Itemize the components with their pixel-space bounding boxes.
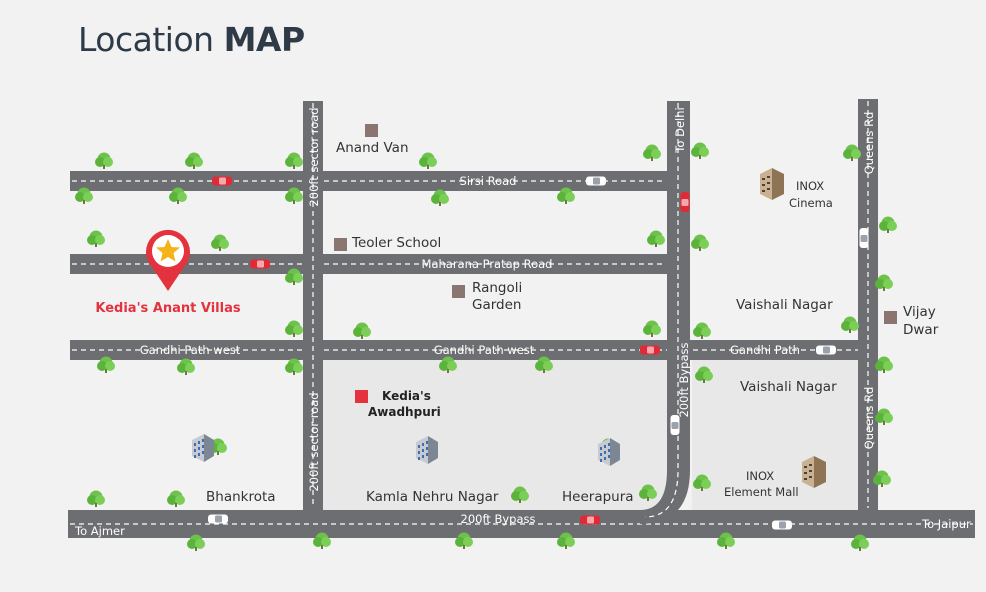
square-marker-icon[interactable] [334,238,347,251]
car-icon [680,192,690,212]
label-gandhi-path: Gandhi Path [730,343,800,357]
tree-icon [285,152,303,169]
car-icon [640,345,660,355]
tree-icon [177,358,195,375]
place-vaishali-nagar-1: Vaishali Nagar [736,297,833,313]
label-to-jaipur: To Jaipur [921,517,971,531]
car-icon [212,176,232,186]
page-title: Location MAP [78,20,305,59]
car-icon [670,415,680,435]
place-inox: INOX [796,179,824,193]
tree-icon [285,358,303,375]
label-to-delhi: To Delhi [673,107,687,153]
place-anand-van: Anand Van [336,140,409,156]
car-icon [859,228,869,248]
square-marker-icon[interactable] [365,124,378,137]
road-queens[interactable] [858,99,878,510]
car-icon [586,176,606,186]
place-kamla-nehru-nagar: Kamla Nehru Nagar [366,489,499,505]
label-to-ajmer: To Ajmer [74,524,125,538]
tree-icon [87,490,105,507]
label-sector-road-bottom: 200ft sector road [307,392,321,491]
tree-icon [167,490,185,507]
place-element-mall: Element Mall [724,485,799,499]
place-teoler-school: Teoler School [351,235,441,251]
place-bhankrota: Bhankrota [206,489,276,505]
building-icon [760,168,784,200]
car-icon [208,514,228,524]
place-kedias: Kedia's [382,389,431,403]
tree-icon [211,234,229,251]
tree-icon [353,322,371,339]
building-icon [192,434,214,462]
tree-icon [419,152,437,169]
label-queens-rd-top: Queens Rd [862,112,876,175]
square-marker-icon[interactable] [355,390,368,403]
square-marker-icon[interactable] [452,285,465,298]
tree-icon [285,320,303,337]
tree-icon [431,189,449,206]
highlight-area-right [692,360,858,510]
tree-icon [95,152,113,169]
title-bold: MAP [223,20,306,59]
place-vijay: Vijay [903,304,936,320]
tree-icon [693,322,711,339]
tree-icon [87,230,105,247]
tree-icon [643,144,661,161]
label-sector-road-top: 200ft sector road [307,107,321,206]
place-kedias-anant-villas: Kedia's Anant Villas [95,301,240,316]
title-normal: Location [78,20,224,59]
highlight-area-left [322,360,668,510]
label-sirsi-road: Sirsi Road [460,174,517,188]
square-marker-icon[interactable] [884,311,897,324]
place-rangoli: Rangoli [472,280,522,296]
car-icon [816,345,836,355]
car-icon [250,259,270,269]
tree-icon [647,230,665,247]
tree-icon [643,320,661,337]
car-icon [772,520,792,530]
label-queens-rd-bottom: Queens Rd [862,387,876,450]
label-gandhi-path-west-2: Gandhi Path west [434,343,535,357]
place-awadhpuri: Awadhpuri [368,405,441,419]
label-maharana-pratap-road: Maharana Pratap Road [422,257,553,271]
car-icon [580,515,600,525]
place-cinema: Cinema [789,196,833,210]
map-pin-star-icon[interactable] [146,229,190,291]
place-vaishali-nagar-2: Vaishali Nagar [740,379,837,395]
tree-icon [691,234,709,251]
place-heerapura: Heerapura [562,489,634,505]
place-dwar: Dwar [903,322,939,338]
tree-icon [879,216,897,233]
building-icon [802,456,826,488]
tree-icon [841,316,859,333]
tree-icon [185,152,203,169]
label-200ft-bypass-vertical: 200ft Bypass [677,343,691,418]
place-garden: Garden [472,297,521,313]
place-inox-mall: INOX [746,469,774,483]
tree-icon [691,142,709,159]
label-gandhi-path-west-1: Gandhi Path west [140,343,241,357]
label-200ft-bypass-horizontal: 200ft Bypass [461,512,536,526]
